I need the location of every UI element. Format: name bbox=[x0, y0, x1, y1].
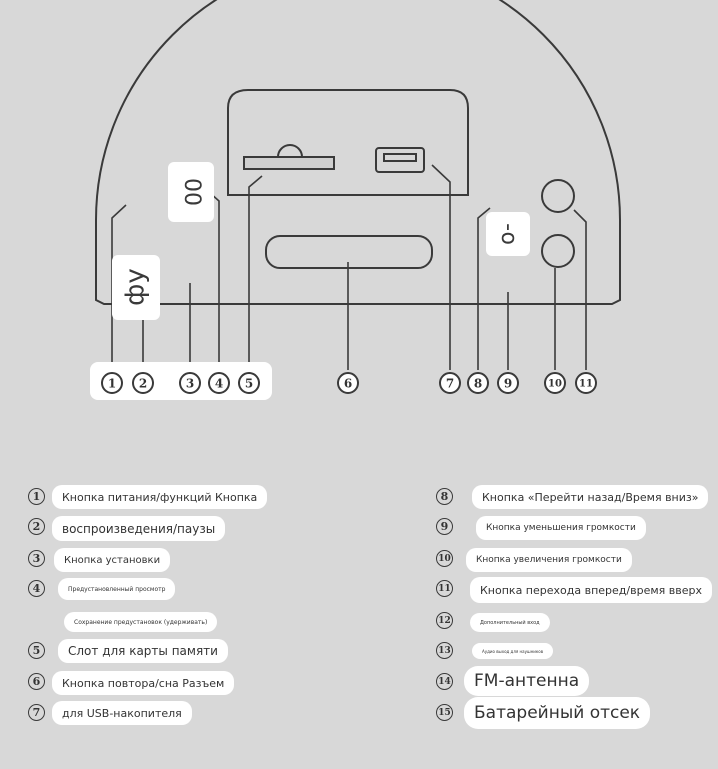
legend-num-5: 5 bbox=[28, 642, 45, 659]
legend-item-13: Аудио выход для наушников bbox=[472, 643, 554, 659]
callout-number-8: 8 bbox=[474, 377, 482, 391]
callout-circle-9 bbox=[497, 372, 519, 394]
legend-num-15: 15 bbox=[436, 704, 453, 721]
device-outline bbox=[95, 0, 621, 305]
play-glyph: фу bbox=[121, 268, 151, 306]
device-diagram: фу 00 -o 1 2 3 4 5 6 7 8 9 10 11 bbox=[90, 0, 621, 400]
legend-item-2: воспроизведения/паузы bbox=[52, 516, 226, 541]
legend-item-14: FM-антенна bbox=[464, 666, 590, 696]
legend-num-4: 4 bbox=[28, 580, 45, 597]
setup-button-box bbox=[168, 162, 214, 222]
legend-num-13: 13 bbox=[436, 642, 453, 659]
callout-circle-10 bbox=[544, 372, 566, 394]
callout-circle-3 bbox=[179, 372, 201, 394]
callout-number-11: 11 bbox=[579, 379, 593, 390]
legend-num-9: 9 bbox=[436, 518, 453, 535]
callout-number-5: 5 bbox=[245, 377, 253, 391]
callout-number-3: 3 bbox=[186, 377, 194, 391]
callout-circle-1 bbox=[101, 372, 123, 394]
legend-item-3: Кнопка установки bbox=[54, 548, 171, 572]
legend-num-8: 8 bbox=[436, 488, 453, 505]
legend-item-11: Кнопка перехода вперед/время вверх bbox=[470, 577, 712, 603]
legend-num-6: 6 bbox=[28, 673, 45, 690]
legend-item-8: Кнопка «Перейти назад/Время вниз» bbox=[472, 485, 709, 509]
callout-circle-11 bbox=[575, 372, 597, 394]
legend-item-6: Кнопка повтора/сна Разъем bbox=[52, 671, 235, 695]
callout-circle-7 bbox=[439, 372, 461, 394]
play-button-box bbox=[112, 255, 160, 320]
usb-port bbox=[375, 147, 425, 173]
legend-item-12: Дополнительный вход bbox=[470, 613, 550, 632]
callout-circle-5 bbox=[238, 372, 260, 394]
callout-number-6: 6 bbox=[344, 377, 352, 391]
callout-number-4: 4 bbox=[215, 377, 223, 391]
callout-number-10: 10 bbox=[548, 379, 562, 390]
setup-glyph: 00 bbox=[179, 178, 204, 206]
legend-item-1: Кнопка питания/функций Кнопка bbox=[52, 485, 268, 509]
callout-number-9: 9 bbox=[504, 377, 512, 391]
legend-item-9: Кнопка уменьшения громкости bbox=[476, 516, 646, 540]
callout-number-2: 2 bbox=[139, 377, 147, 391]
back-button-box bbox=[486, 212, 530, 256]
legend-num-12: 12 bbox=[436, 612, 453, 629]
volume-down-button bbox=[541, 234, 575, 268]
card-slot bbox=[243, 156, 335, 170]
callout-circle-2 bbox=[132, 372, 154, 394]
legend-num-3: 3 bbox=[28, 550, 45, 567]
back-glyph: -o bbox=[496, 223, 521, 245]
legend-num-7: 7 bbox=[28, 704, 45, 721]
legend-item-10: Кнопка увеличения громкости bbox=[466, 548, 632, 572]
legend-num-2: 2 bbox=[28, 518, 45, 535]
callout-circle-8 bbox=[467, 372, 489, 394]
volume-up-button bbox=[541, 179, 575, 213]
callout-circle-4 bbox=[208, 372, 230, 394]
legend-item-4b: Сохранение предустановок (удерживать) bbox=[64, 612, 218, 632]
callout-number-1: 1 bbox=[108, 377, 116, 391]
legend-num-14: 14 bbox=[436, 673, 453, 690]
callout-circle-6 bbox=[337, 372, 359, 394]
repeat-sleep-button bbox=[265, 235, 433, 269]
top-panel bbox=[227, 89, 469, 196]
legend-num-10: 10 bbox=[436, 550, 453, 567]
callout-number-7: 7 bbox=[446, 377, 454, 391]
legend-item-4: Предустановленный просмотр bbox=[58, 578, 176, 600]
legend-num-11: 11 bbox=[436, 580, 453, 597]
legend-item-15: Батарейный отсек bbox=[464, 697, 651, 729]
legend-item-5: Слот для карты памяти bbox=[58, 639, 228, 663]
legend-item-7: для USB-накопителя bbox=[52, 701, 192, 725]
legend-num-1: 1 bbox=[28, 488, 45, 505]
